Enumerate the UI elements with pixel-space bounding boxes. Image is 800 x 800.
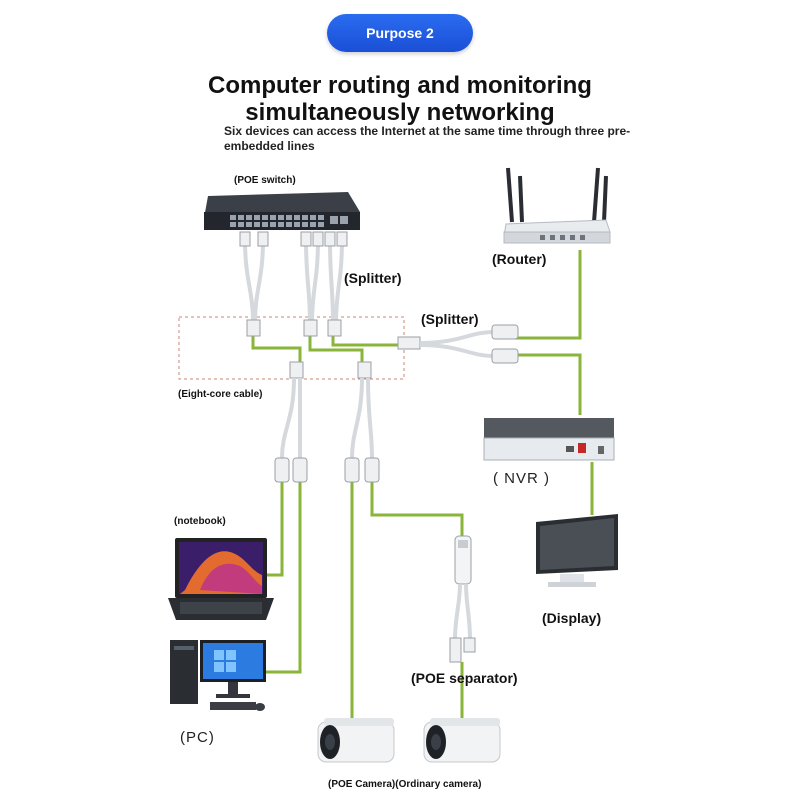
nvr-icon <box>483 418 615 461</box>
laptop-icon <box>168 538 274 620</box>
label-nvr: ( NVR ) <box>493 470 550 487</box>
purpose-badge: Purpose 2 <box>327 14 473 52</box>
pc-icon <box>170 640 266 711</box>
camera-icon <box>423 718 501 763</box>
label-notebook: (notebook) <box>174 516 226 527</box>
label-router: (Router) <box>492 251 547 267</box>
label-poe-switch: (POE switch) <box>234 175 296 186</box>
splitter-icon <box>397 324 519 364</box>
cable-lines <box>251 250 594 720</box>
poe-separator-icon <box>449 535 476 663</box>
splitter-icon <box>243 239 344 323</box>
title-line-2: simultaneously networking <box>245 99 555 126</box>
label-splitter-left: (Splitter) <box>344 270 402 286</box>
poe-switch-icon <box>204 192 360 230</box>
camera-icon <box>317 718 395 763</box>
router-icon <box>503 167 611 244</box>
label-splitter-right: (Splitter) <box>421 311 479 327</box>
label-eight-core-cable: (Eight-core cable) <box>178 389 263 400</box>
eight-core-region <box>178 316 405 380</box>
subtitle: Six devices can access the Internet at t… <box>224 124 631 153</box>
label-display: (Display) <box>542 610 602 626</box>
title-line-1: Computer routing and monitoring <box>208 72 592 99</box>
label-pc: (PC) <box>180 729 215 746</box>
splitter-icon <box>274 361 380 483</box>
display-icon <box>536 514 618 587</box>
label-cameras: (POE Camera)(Ordinary camera) <box>328 779 482 790</box>
label-poe-separator: (POE separator) <box>411 670 518 686</box>
